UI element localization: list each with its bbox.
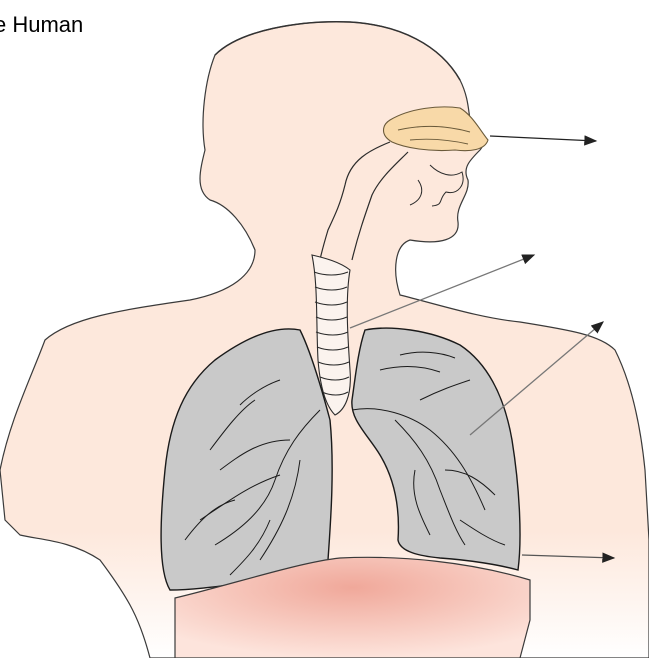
nose-arrow [490,136,596,141]
